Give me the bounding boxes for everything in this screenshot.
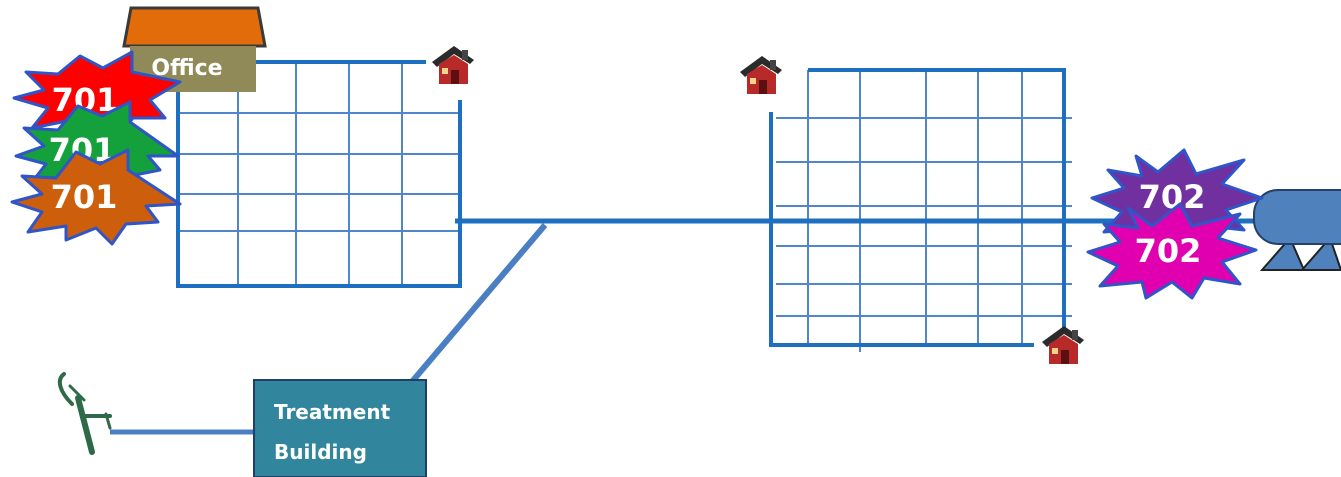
treatment-label-line2: Building [274,440,367,464]
office-label: Office [151,56,222,81]
treatment-building: Treatment Building [253,379,427,477]
sample-point-label: 701 [51,178,118,216]
house-icon [1042,326,1084,364]
sample-point-702-magenta: 702 [1086,202,1258,300]
right-distribution-grid [769,68,1072,352]
storage-tank-icon [1253,189,1341,271]
sample-point-701-orange: 701 [10,148,182,246]
treatment-label-line1: Treatment [274,400,391,424]
sample-point-label: 702 [1135,232,1202,270]
left-distribution-grid [176,60,462,288]
house-icon [740,56,782,94]
house-icon [432,46,474,84]
hand-pump-icon [57,372,112,455]
